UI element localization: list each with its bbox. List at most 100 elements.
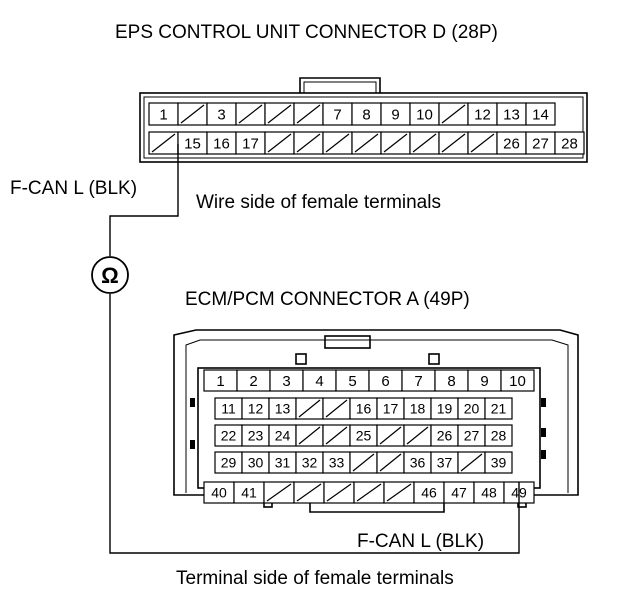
terminal-cell: 6: [368, 369, 403, 392]
eps-lock-tab-inner: [303, 81, 377, 93]
terminal-number: 10: [416, 106, 433, 123]
terminal-cell: 29: [214, 451, 243, 474]
terminal-number: 12: [248, 401, 264, 417]
terminal-number: 4: [315, 373, 323, 390]
terminal-number: 18: [410, 401, 426, 417]
blank-terminal-cell: [353, 481, 385, 504]
terminal-number: 8: [362, 106, 370, 123]
terminal-number: 17: [383, 401, 399, 417]
terminal-cell: 25: [349, 424, 378, 447]
terminal-number: 40: [211, 485, 227, 501]
terminal-number: 39: [491, 455, 507, 471]
blank-terminal-cell: [383, 481, 415, 504]
terminal-number: 31: [275, 455, 291, 471]
terminal-cell: 16: [206, 131, 237, 155]
terminal-cell: 28: [554, 131, 585, 155]
blank-terminal-cell: [235, 102, 266, 126]
terminal-cell: 9: [380, 102, 411, 126]
terminal-number: 12: [474, 106, 491, 123]
blank-terminal-cell: [409, 131, 440, 155]
terminal-cell: 12: [467, 102, 498, 126]
ecm-top-latch: [324, 335, 371, 349]
terminal-number: 28: [491, 428, 507, 444]
terminal-number: 13: [503, 106, 520, 123]
terminal-cell: 7: [322, 102, 353, 126]
blank-terminal-cell: [322, 424, 351, 447]
terminal-cell: 48: [473, 481, 505, 504]
terminal-cell: 39: [484, 451, 513, 474]
terminal-cell: 2: [236, 369, 271, 392]
blank-terminal-cell: [376, 451, 405, 474]
blank-terminal-cell: [376, 424, 405, 447]
ecm-housing: [173, 329, 579, 496]
ecm-notch: [428, 353, 440, 365]
wire-eps-to-meter: [109, 144, 179, 256]
wire-meter-to-ecm: [109, 294, 520, 554]
terminal-number: 10: [509, 373, 526, 390]
terminal-cell: 3: [206, 102, 237, 126]
terminal-cell: 18: [403, 397, 432, 420]
ecm-side-note: Terminal side of female terminals: [176, 568, 454, 589]
terminal-number: 26: [437, 428, 453, 444]
eps-housing-inner: [143, 96, 584, 159]
terminal-number: 23: [248, 428, 264, 444]
blank-terminal-cell: [322, 131, 353, 155]
terminal-cell: 23: [241, 424, 270, 447]
terminal-cell: 21: [484, 397, 513, 420]
terminal-cell: 32: [295, 451, 324, 474]
terminal-number: 15: [184, 135, 201, 152]
terminal-number: 1: [159, 106, 167, 123]
blank-terminal-cell: [351, 131, 382, 155]
blank-terminal-cell: [293, 102, 324, 126]
terminal-cell: 17: [376, 397, 405, 420]
probe-wiring: [91, 144, 520, 554]
eps-side-note: Wire side of female terminals: [196, 192, 441, 213]
terminal-cell: 27: [457, 424, 486, 447]
ecm-side-tabs: [190, 398, 546, 459]
blank-terminal-cell: [438, 131, 469, 155]
blank-terminal-cell: [264, 102, 295, 126]
terminal-cell: 8: [434, 369, 469, 392]
terminal-cell: 26: [496, 131, 527, 155]
terminal-number: 28: [561, 135, 578, 152]
terminal-cell: 3: [269, 369, 304, 392]
blank-terminal-cell: [403, 424, 432, 447]
terminal-cell: 1: [148, 102, 179, 126]
ecm-notch: [295, 353, 307, 365]
terminal-number: 1: [216, 373, 224, 390]
terminal-number: 6: [381, 373, 389, 390]
blank-terminal-cell: [293, 481, 325, 504]
terminal-cell: 41: [233, 481, 265, 504]
blank-terminal-cell: [293, 131, 324, 155]
terminal-number: 2: [249, 373, 257, 390]
terminal-cell: 11: [214, 397, 243, 420]
blank-terminal-cell: [263, 481, 295, 504]
terminal-number: 20: [464, 401, 480, 417]
terminal-cell: 10: [409, 102, 440, 126]
terminal-cell: 13: [496, 102, 527, 126]
terminal-number: 32: [302, 455, 318, 471]
terminal-number: 11: [221, 401, 236, 417]
terminal-number: 9: [480, 373, 488, 390]
blank-terminal-cell: [323, 481, 355, 504]
terminal-cell: 1: [203, 369, 238, 392]
terminal-cell: 10: [500, 369, 535, 392]
terminal-cell: 28: [484, 424, 513, 447]
terminal-number: 22: [221, 428, 237, 444]
blank-terminal-cell: [295, 397, 324, 420]
wire-label-bottom: F-CAN L (BLK): [357, 531, 484, 552]
ohm-symbol: Ω: [101, 263, 119, 288]
terminal-number: 41: [241, 485, 257, 501]
terminal-number: 33: [329, 455, 345, 471]
terminal-number: 3: [282, 373, 290, 390]
terminal-cell: 27: [525, 131, 556, 155]
terminal-cell: 31: [268, 451, 297, 474]
terminal-cell: 37: [430, 451, 459, 474]
blank-terminal-cell: [177, 102, 208, 126]
terminal-number: 29: [221, 455, 237, 471]
terminal-number: 48: [481, 485, 497, 501]
terminal-cell: 5: [335, 369, 370, 392]
terminal-number: 16: [213, 135, 230, 152]
terminal-number: 16: [356, 401, 372, 417]
